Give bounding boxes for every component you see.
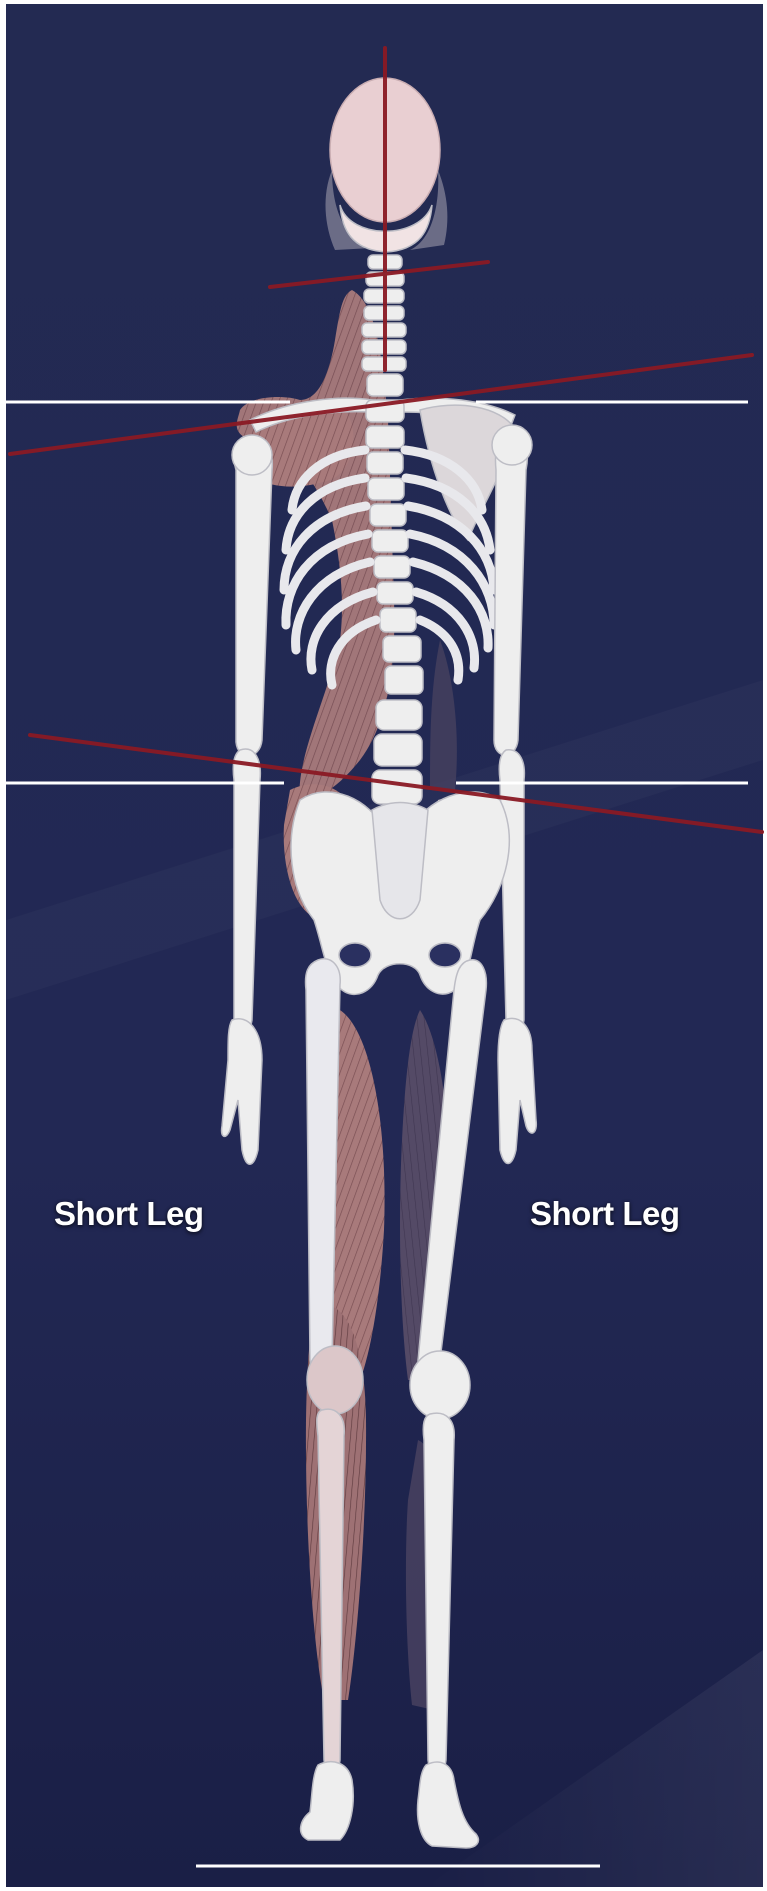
sacrum [372, 803, 428, 919]
short-leg-label-right: Short Leg [530, 1195, 680, 1233]
obturator-left [339, 943, 371, 967]
obturator-right [429, 943, 461, 967]
knee-left [307, 1346, 363, 1414]
shoulder-joint-left [232, 435, 272, 475]
shoulder-joint-right [492, 425, 532, 465]
knee-right [410, 1351, 470, 1419]
short-leg-label-left: Short Leg [54, 1195, 204, 1233]
lumbar-spine [372, 700, 422, 804]
